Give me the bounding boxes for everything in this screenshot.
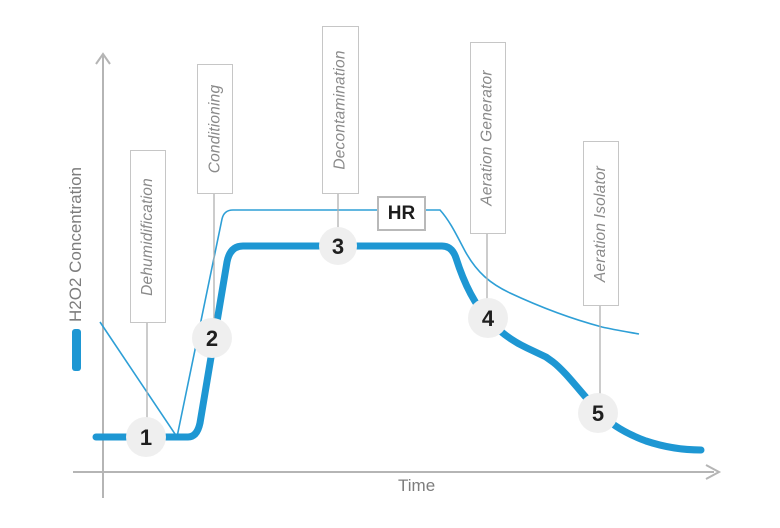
phase-label-box-dehumidification: Dehumidification: [130, 150, 166, 323]
phase-label-aeration-generator: Aeration Generator: [479, 70, 496, 206]
x-axis-arrow-icon: [705, 464, 722, 480]
phase-label-box-aeration-generator: Aeration Generator: [470, 42, 506, 234]
phase-label-decontamination: Decontamination: [331, 50, 349, 170]
hr-label-box: HR: [377, 196, 426, 231]
phase-label-box-decontamination: Decontamination: [322, 26, 359, 194]
phase-number-5: 5: [592, 401, 604, 426]
phase-marker-2: [192, 318, 232, 358]
h2o2-legend-dash-icon: [71, 329, 81, 371]
phase-label-box-conditioning: Conditioning: [197, 64, 233, 194]
hr-label: HR: [387, 202, 416, 224]
phase-number-4: 4: [482, 306, 495, 331]
phase-marker-4: [468, 298, 508, 338]
y-axis-arrow-icon: [95, 52, 111, 65]
phase-label-aeration-isolator: Aeration Isolator: [592, 165, 609, 282]
phase-label-dehumidification: Dehumidification: [139, 177, 157, 296]
phase-number-1: 1: [140, 425, 152, 450]
phase-number-2: 2: [206, 326, 218, 351]
phase-number-3: 3: [332, 234, 344, 259]
y-axis-label: H2O2 Concentration: [66, 167, 85, 322]
phase-label-box-aeration-isolator: Aeration Isolator: [583, 141, 619, 306]
hr-curve: [99, 209, 640, 440]
phase-label-conditioning: Conditioning: [206, 84, 224, 174]
phase-marker-3: [319, 227, 357, 265]
x-axis-label: Time: [398, 476, 436, 495]
y-axis-legend: H2O2 Concentration: [65, 143, 87, 371]
phase-marker-5: [578, 393, 618, 433]
phase-marker-1: [126, 417, 166, 457]
